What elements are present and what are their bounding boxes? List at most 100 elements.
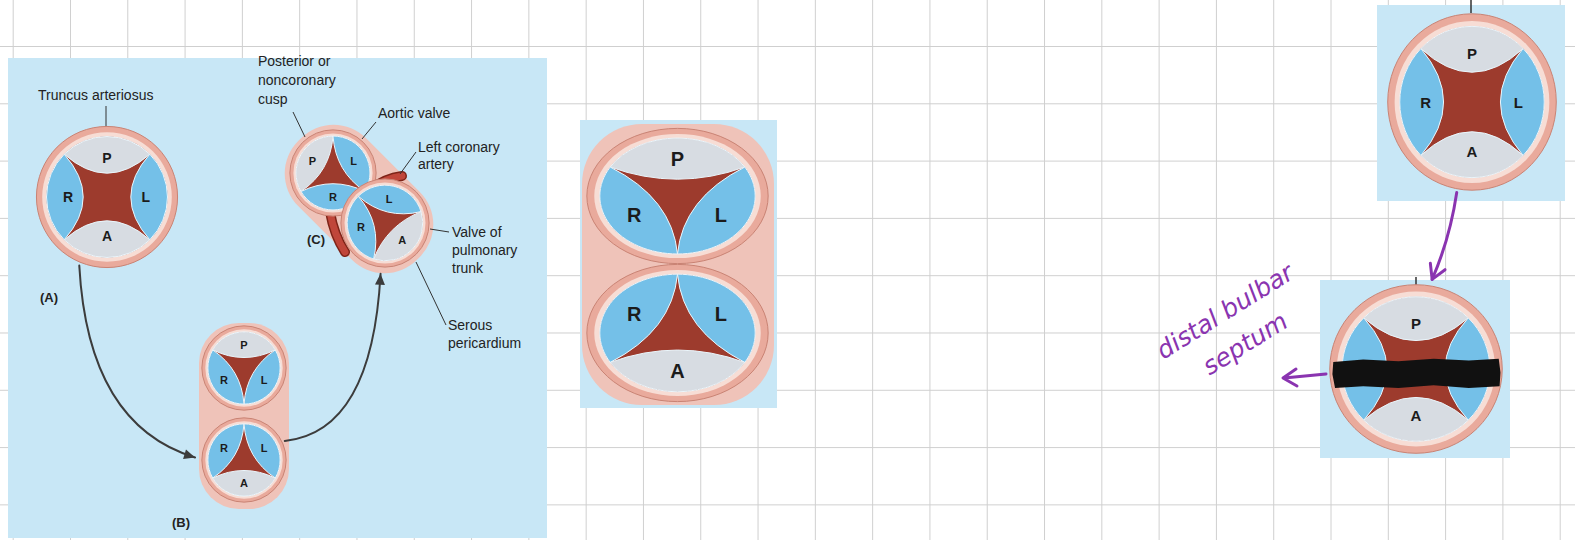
valve-circle: LRA: [340, 178, 430, 268]
figure-panel: [1320, 280, 1510, 458]
leader-line: [106, 106, 107, 126]
cusp-letter: R: [220, 443, 228, 454]
pointer-arrow: [1283, 369, 1326, 386]
leader-line: [430, 229, 449, 232]
valve-ring: [594, 134, 761, 258]
cusp-letter: P: [671, 149, 684, 169]
valve-ring: [587, 264, 768, 401]
valve-cusp: [47, 154, 84, 240]
cusp-letter: R: [63, 190, 73, 204]
valve-cusp: [1364, 297, 1469, 341]
cusp-letter: P: [240, 339, 247, 350]
valve-cusp: [1500, 49, 1544, 156]
valve-cusp: [64, 221, 150, 258]
connector-arrow: [285, 274, 385, 441]
cusp-letter: P: [309, 156, 316, 167]
valve-circle: R L A: [201, 417, 287, 503]
valve-ring: [1330, 285, 1502, 454]
valve-cusp: [374, 212, 423, 261]
valve-ring: [205, 421, 282, 498]
valve-drawing: [585, 263, 770, 403]
figure-panel: [580, 120, 777, 408]
valve-drawing: [201, 325, 287, 411]
tick-line: [1470, 0, 1472, 13]
valve-circle: PA: [1328, 283, 1504, 455]
valve-cusp: [610, 350, 745, 392]
valve-lumen: [600, 274, 755, 392]
cusp-letter: L: [1514, 95, 1523, 110]
cusp-letter: A: [670, 361, 684, 381]
cusp-letter: A: [1411, 408, 1422, 423]
cusp-letter: R: [329, 191, 337, 202]
part-label: Posterior or noncoronary cusp: [258, 52, 358, 109]
valve-circle: PRL: [201, 325, 287, 411]
valve-drawing: [201, 417, 287, 503]
cusp-letter: P: [1467, 46, 1477, 61]
figure-panel: [1377, 5, 1565, 201]
valve-cusp: [678, 274, 756, 362]
part-label: Left coronary artery: [418, 139, 526, 173]
valve-drawing: [35, 125, 179, 269]
part-label: Aortic valve: [378, 105, 450, 122]
valve-cusp: [208, 350, 244, 404]
valve-cusp: [347, 196, 376, 259]
part-label: Valve of pulmonary trunk: [452, 223, 537, 277]
pericardium-backing: [199, 323, 289, 509]
valve-cusp: [1364, 397, 1469, 441]
valve-cusp: [610, 138, 745, 179]
cusp-letter: A: [398, 235, 406, 246]
cusp-letter: A: [240, 478, 248, 489]
valve-ring: [594, 270, 761, 396]
cusp-letter: L: [715, 205, 727, 225]
valve-lumen: [208, 424, 280, 496]
valve-circle: PRLA: [35, 125, 179, 269]
cusp-letter: L: [261, 374, 268, 385]
connector-arrow: [1430, 193, 1456, 280]
cusp-letter: R: [1420, 95, 1431, 110]
cusp-letter: R: [627, 304, 641, 324]
valve-ring: [36, 126, 177, 267]
valve-ring: [1388, 14, 1557, 190]
part-label: Truncus arteriosus: [38, 87, 153, 104]
valve-cusp: [333, 136, 370, 191]
leader-line: [400, 152, 416, 174]
cusp-letter: P: [102, 151, 111, 165]
cusp-letter: L: [261, 443, 268, 454]
pericardium-backing: [266, 106, 453, 293]
valve-circle: PRLA: [1386, 12, 1558, 192]
connector-line: [1432, 193, 1457, 280]
valve-ring: [42, 132, 172, 262]
valve-circle: PRL: [585, 127, 770, 265]
valve-cusp: [244, 424, 280, 478]
cusp-letter: P: [1411, 315, 1421, 330]
arrow-head: [183, 449, 195, 459]
cusp-letter: L: [386, 194, 393, 205]
valve-cusp: [1421, 26, 1523, 72]
valve-lumen: [208, 332, 280, 404]
valve-ring: [205, 329, 282, 406]
valve-cusp: [600, 167, 678, 254]
pericardium-backing: [582, 124, 774, 405]
valve-cusp: [213, 332, 276, 358]
valve-ring: [1395, 21, 1550, 183]
valve-circle: R L A: [585, 263, 770, 403]
valve-ring: [341, 179, 429, 267]
cusp-letter: L: [142, 190, 151, 204]
valve-cusp: [1421, 132, 1523, 178]
valve-drawing: [1386, 12, 1558, 192]
panel-letter: (C): [307, 232, 325, 248]
figure-panel: [8, 58, 547, 538]
cusp-letter: L: [715, 304, 727, 324]
valve-lumen: [47, 137, 168, 258]
valve-cusp: [244, 350, 280, 404]
valve-ring: [345, 183, 426, 264]
valve-cusp: [296, 136, 333, 191]
leader-line: [416, 262, 446, 325]
cusp-letter: L: [350, 156, 357, 167]
valve-lumen: [347, 185, 423, 261]
valve-drawing: [1328, 283, 1504, 455]
valve-lumen: [1400, 26, 1544, 177]
valve-cusp: [64, 137, 150, 174]
leader-line: [293, 112, 305, 137]
tick-line: [1415, 277, 1417, 285]
